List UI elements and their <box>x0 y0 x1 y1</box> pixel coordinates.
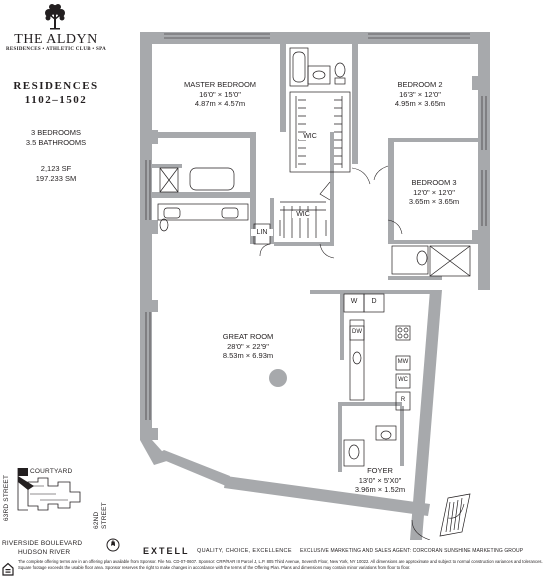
linen-tag: LIN <box>251 229 273 236</box>
residence-units: 1102–1502 <box>24 94 88 106</box>
great-room-label: GREAT ROOM 28'0" × 22'9" 8.53m × 6.93m <box>198 332 298 361</box>
great-room-metric: 8.53m × 6.93m <box>222 351 274 360</box>
equal-housing-icon <box>2 562 14 576</box>
master-bedroom-metric: 4.87m × 4.57m <box>194 99 246 108</box>
great-room-imperial: 28'0" × 22'9" <box>227 341 269 351</box>
brand-name: THE ALDYN <box>14 32 98 47</box>
marketing-agent-text: EXCLUSIVE MARKETING AND SALES AGENT: COR… <box>300 548 524 554</box>
master-bedroom-imperial: 16'0" × 15'0" <box>199 89 241 99</box>
dishwasher-tag: DW <box>352 329 362 335</box>
bedroom-3-name: BEDROOM 3 <box>411 178 457 187</box>
bedroom-2-label: BEDROOM 2 16'3" × 12'0" 4.95m × 3.65m <box>370 80 470 109</box>
63rd-street-label: 63RD STREET <box>3 474 11 522</box>
master-bedroom-name: MASTER BEDROOM <box>183 80 257 89</box>
wine-cooler-tag: WC <box>398 377 408 383</box>
area-sm: 197.233 SM <box>35 174 77 183</box>
great-room-name: GREAT ROOM <box>222 332 274 341</box>
bedroom-2-metric: 4.95m × 3.65m <box>394 99 446 108</box>
wic-1-tag: WIC <box>299 133 321 140</box>
floor-plan: MASTER BEDROOM 16'0" × 15'0" 4.87m × 4.5… <box>130 20 510 541</box>
north-label: N <box>111 542 116 548</box>
62nd-street-label: 62ND STREET <box>93 502 108 529</box>
bedroom-2-imperial: 16'3" × 12'0" <box>399 89 441 99</box>
residence-title: RESIDENCES <box>13 80 99 92</box>
riverside-boulevard-label: RIVERSIDE BOULEVARD <box>2 540 83 547</box>
area-sf: 2,123 SF <box>40 164 72 173</box>
foyer-imperial: 13'0" × 5'X0" <box>358 475 402 485</box>
bedroom-3-metric: 3.65m × 3.65m <box>408 197 460 206</box>
refrigerator-tag: R <box>400 397 406 403</box>
north-arrow-icon <box>106 538 120 552</box>
wic-2-tag: WIC <box>292 211 314 218</box>
hudson-river-label: HUDSON RIVER <box>18 549 71 556</box>
dryer-tag: D <box>371 298 377 305</box>
brand-tagline: RESIDENCES • ATHLETIC CLUB • SPA <box>5 47 107 52</box>
bedroom-3-label: BEDROOM 3 12'0" × 12'0" 3.65m × 3.65m <box>394 178 474 207</box>
washer-tag: W <box>350 298 358 305</box>
key-plan-diagram <box>17 468 81 511</box>
bedroom-2-name: BEDROOM 2 <box>397 80 443 89</box>
extell-logo: EXTELL <box>143 546 190 556</box>
foyer-metric: 3.96m × 1.52m <box>354 485 406 494</box>
bathroom-count: 3.5 BATHROOMS <box>25 138 87 147</box>
microwave-tag: MW <box>397 359 409 365</box>
legal-disclaimer: The complete offering terms are in an of… <box>18 559 543 570</box>
foyer-name: FOYER <box>367 466 393 475</box>
tree-logo-icon <box>45 4 65 30</box>
bedroom-3-imperial: 12'0" × 12'0" <box>413 187 455 197</box>
master-bedroom-label: MASTER BEDROOM 16'0" × 15'0" 4.87m × 4.5… <box>170 80 270 109</box>
courtyard-label: COURTYARD <box>30 468 73 475</box>
extell-tagline: QUALITY, CHOICE, EXCELLENCE <box>197 548 292 554</box>
floor-plan-drawing <box>140 32 490 541</box>
bedroom-count: 3 BEDROOMS <box>30 128 81 137</box>
foyer-label: FOYER 13'0" × 5'X0" 3.96m × 1.52m <box>330 466 430 495</box>
key-plan: COURTYARD 63RD STREET 62ND STREET RIVERS… <box>0 464 120 564</box>
